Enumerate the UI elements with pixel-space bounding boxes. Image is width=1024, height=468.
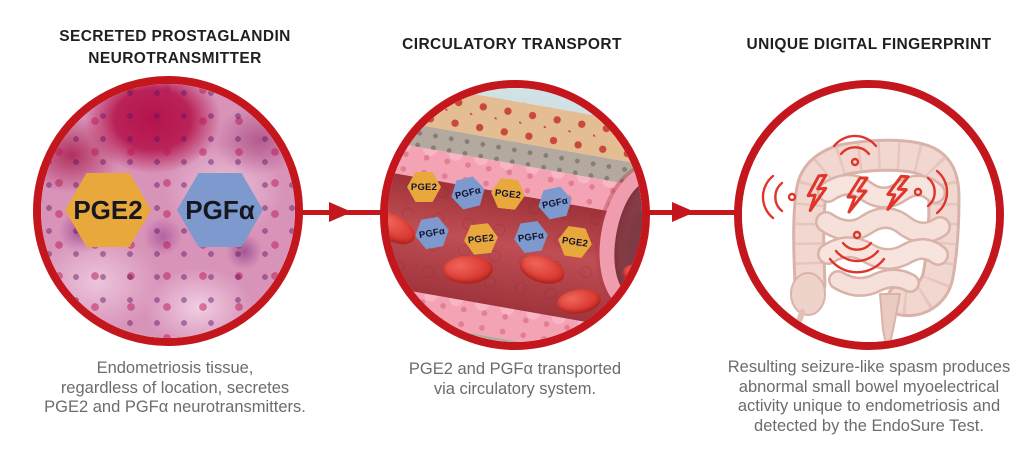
- pgfa-label: PGFα: [185, 194, 255, 225]
- blood-vessel-image: PGE2 PGFα PGE2 PGFα PGFα PGE2 PGFα PGE2: [388, 88, 642, 342]
- rectum: [879, 293, 901, 342]
- arrow-head-icon: [672, 202, 695, 222]
- lightning-bolt-icon: [886, 174, 910, 211]
- stage-1-title-line: NEUROTRANSMITTER: [88, 50, 262, 67]
- pgfa-label: PGFα: [517, 229, 545, 245]
- lightning-bolt-icon: [806, 173, 828, 213]
- caption-line: via circulatory system.: [433, 379, 597, 398]
- stage-3-circle: [734, 80, 1004, 350]
- flow-arrow-icon: [646, 202, 737, 222]
- pge2-label: PGE2: [467, 232, 495, 246]
- stage-1-caption: Endometriosis tissue, regardless of loca…: [30, 359, 320, 418]
- vibration-arcs-icon: [761, 174, 797, 220]
- pge2-label: PGE2: [73, 194, 143, 225]
- arrow-head-icon: [329, 202, 352, 222]
- stage-2-title: CIRCULATORY TRANSPORT: [364, 34, 660, 56]
- stage-3-caption: Resulting seizure-like spasm produces ab…: [716, 358, 1022, 436]
- stage-1-circle: PGE2 PGFα: [33, 76, 303, 346]
- caption-line: abnormal small bowel myoelectrical: [738, 377, 1000, 396]
- intestines-illustration: [761, 134, 961, 342]
- pge2-label: PGE2: [561, 234, 589, 250]
- stage-1-title: SECRETED PROSTAGLANDIN NEUROTRANSMITTER: [25, 26, 325, 70]
- appendix: [785, 309, 805, 341]
- pgfa-label: PGFα: [418, 225, 446, 241]
- flow-arrow-icon: [301, 202, 381, 222]
- caption-line: Endometriosis tissue,: [96, 359, 254, 377]
- stage-3-title-line: UNIQUE DIGITAL FINGERPRINT: [746, 36, 992, 53]
- small-intestine: [815, 173, 951, 297]
- vibration-arcs-icons: [761, 134, 949, 274]
- stage-2-caption: PGE2 and PGFα transported via circulator…: [375, 360, 655, 399]
- caption-line: activity unique to endometriosis and: [737, 397, 1001, 415]
- caption-line: PGE2 and PGFα transported: [408, 360, 622, 378]
- caption-line: detected by the EndoSure Test.: [754, 416, 984, 435]
- caption-line: regardless of location, secretes: [60, 378, 290, 397]
- pgfa-label: PGFα: [453, 184, 483, 202]
- caption-line: Resulting seizure-like spasm produces: [727, 358, 1011, 376]
- intestines-image: [742, 88, 996, 342]
- vibration-arcs-icon: [828, 230, 886, 274]
- vessel-layers: [388, 88, 642, 342]
- stage-2-circle: PGE2 PGFα PGE2 PGFα PGFα PGE2 PGFα PGE2: [380, 80, 650, 350]
- lightning-bolt-icons: [806, 173, 910, 214]
- cecum: [790, 272, 826, 316]
- pge2-label: PGE2: [410, 181, 438, 193]
- stage-2-title-line: CIRCULATORY TRANSPORT: [402, 36, 622, 53]
- vibration-arcs-icon: [832, 134, 878, 167]
- caption-line: PGE2 and PGFα neurotransmitters.: [44, 398, 306, 416]
- vibration-arcs-icon: [913, 169, 949, 215]
- pge2-label: PGE2: [494, 187, 522, 201]
- lightning-bolt-icon: [846, 176, 869, 214]
- stage-3-title: UNIQUE DIGITAL FINGERPRINT: [714, 34, 1024, 56]
- pgfa-label: PGFα: [541, 194, 569, 212]
- stage-1-title-line: SECRETED PROSTAGLANDIN: [59, 28, 291, 45]
